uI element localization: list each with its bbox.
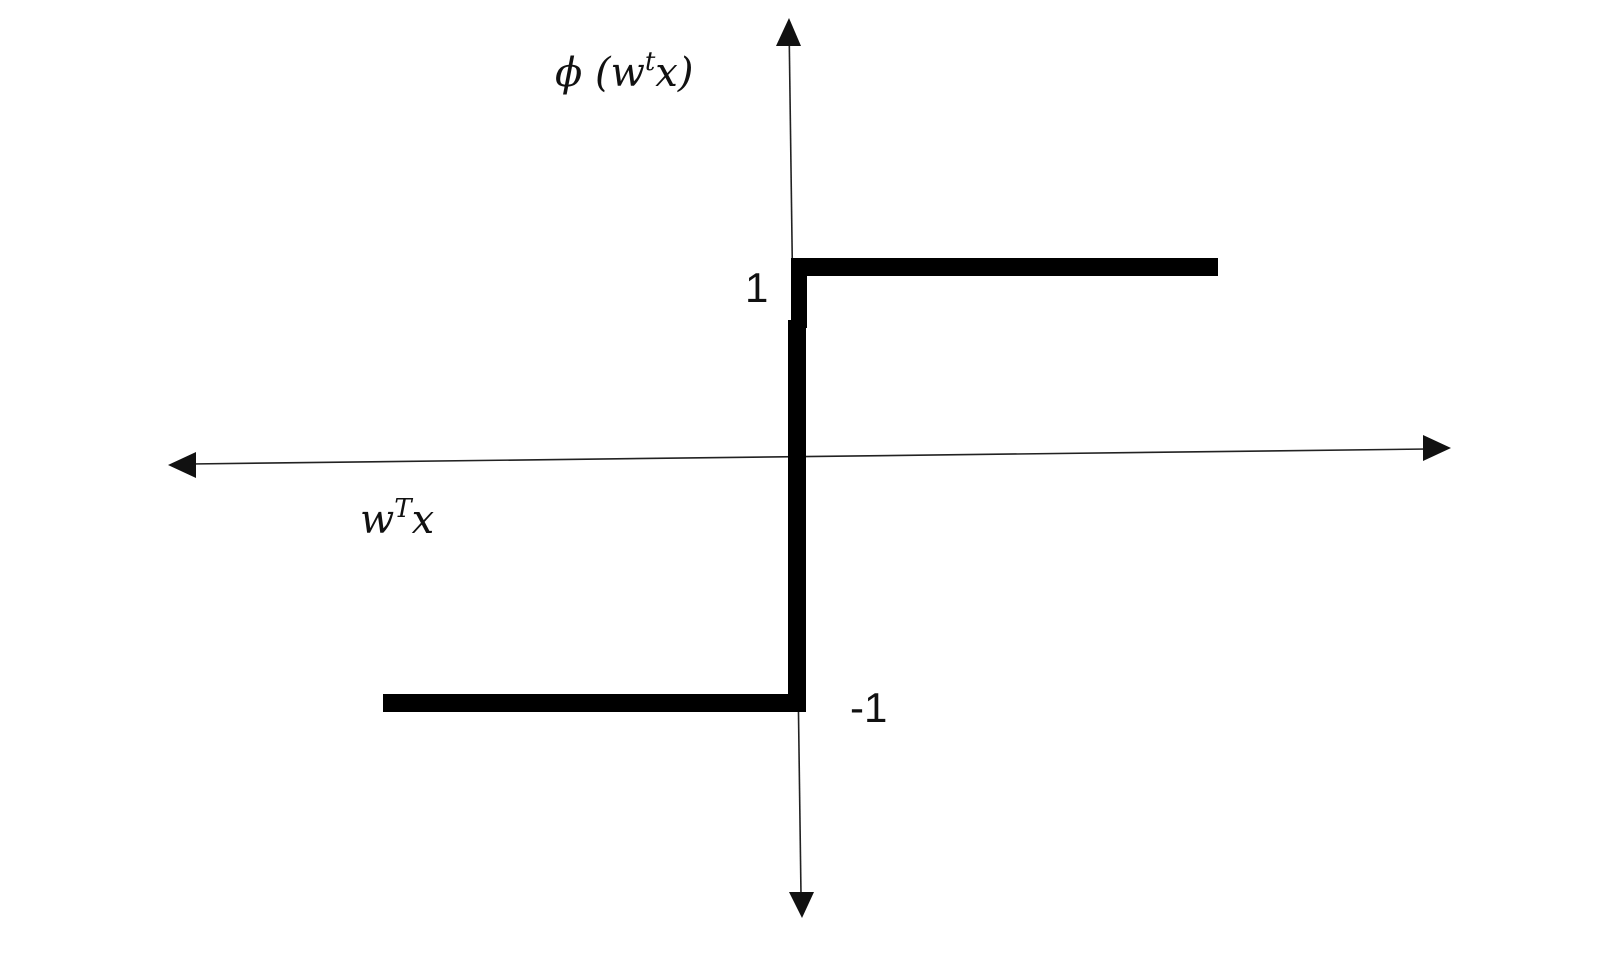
x-axis-right-arrow-icon: [1423, 435, 1451, 461]
high-segment: [791, 258, 1218, 276]
x-axis-left-arrow-icon: [168, 452, 196, 478]
y-axis-down-arrow-icon: [789, 892, 814, 918]
low-segment: [383, 694, 805, 712]
tick-label-high: 1: [745, 264, 768, 311]
y-axis-up-arrow-icon: [776, 18, 801, 46]
x-axis: [168, 435, 1451, 478]
step-curve: [383, 258, 1218, 712]
x-axis-label: wTx: [360, 494, 434, 543]
tick-label-low: -1: [850, 684, 887, 731]
vertical-jump-lower: [788, 320, 806, 712]
y-axis-label: ϕ (wtx): [555, 47, 693, 96]
